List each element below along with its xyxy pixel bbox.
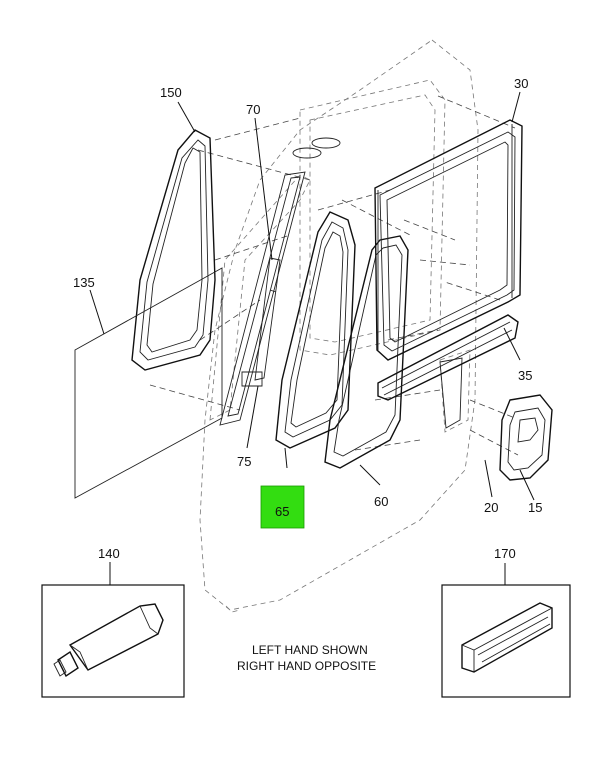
- part-35-lower-sash: [377, 314, 519, 401]
- leader-lines: [89, 91, 535, 585]
- callout-30: 30: [514, 76, 528, 91]
- callout-15: 15: [528, 500, 542, 515]
- callout-65: 65: [275, 504, 289, 519]
- inset-part-140: [41, 584, 185, 698]
- inset-part-170: [441, 584, 571, 698]
- callout-170: 170: [494, 546, 516, 561]
- door-outline: [199, 39, 479, 613]
- callout-140: 140: [98, 546, 120, 561]
- callout-150: 150: [160, 85, 182, 100]
- part-70-strip: [241, 257, 281, 387]
- part-15-handle-bezel: [499, 394, 553, 481]
- callout-75: 75: [237, 454, 251, 469]
- part-75-run-channel: [219, 171, 306, 426]
- highlight-callout-65[interactable]: 65: [260, 485, 305, 529]
- callout-35: 35: [518, 368, 532, 383]
- note-line-1: LEFT HAND SHOWN: [252, 643, 368, 657]
- part-150-quarter-glass: [131, 129, 216, 371]
- part-135-sheet: [74, 267, 223, 499]
- callout-70: 70: [246, 102, 260, 117]
- part-60-door-glass: [324, 235, 409, 469]
- callout-135: 135: [73, 275, 95, 290]
- part-30-upper-frame: [374, 119, 523, 361]
- part-65-division-channel: [275, 211, 356, 449]
- note-line-2: RIGHT HAND OPPOSITE: [237, 659, 376, 673]
- callout-60: 60: [374, 494, 388, 509]
- callout-20: 20: [484, 500, 498, 515]
